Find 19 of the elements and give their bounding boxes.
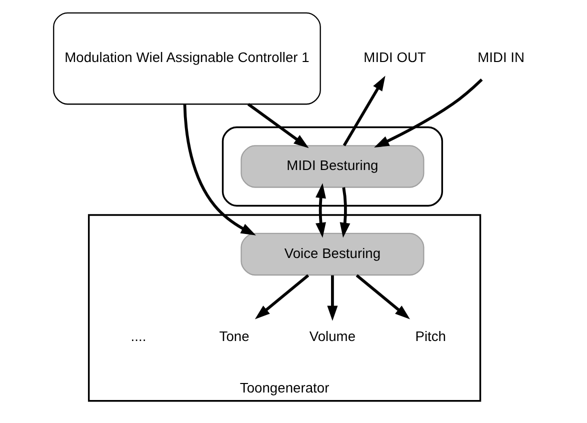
arrow <box>254 274 310 320</box>
arrow <box>356 274 410 320</box>
arrow <box>342 76 386 146</box>
arrow <box>183 104 256 236</box>
arrow <box>374 78 483 148</box>
arrow <box>316 183 326 238</box>
cluster <box>222 126 444 207</box>
node-box: MIDI Besturing <box>240 145 424 188</box>
arrow <box>247 103 309 148</box>
arrow <box>340 187 350 238</box>
node-text: Volume <box>309 328 356 344</box>
node-box: Voice Besturing <box>240 232 424 276</box>
node-box: Modulation Wiel Assignable Controller 1 <box>53 12 321 105</box>
node-text: MIDI OUT <box>364 49 426 66</box>
node-text: Pitch <box>415 328 446 344</box>
label: .... <box>130 328 146 344</box>
arrow <box>327 275 338 321</box>
node-text: MIDI IN <box>478 49 525 66</box>
node-text: Tone <box>219 328 250 344</box>
